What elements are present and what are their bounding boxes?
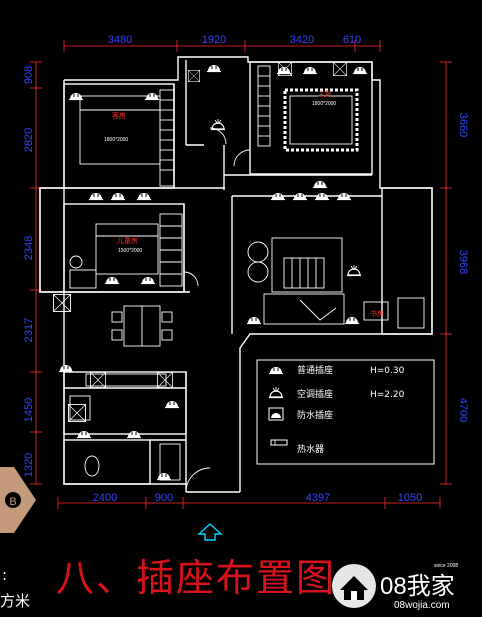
socket-icon xyxy=(144,92,160,101)
furniture xyxy=(69,65,425,493)
dim-bottom-1: 2400 xyxy=(93,492,117,504)
dim-bottom-2: 900 xyxy=(155,492,173,504)
socket-icon xyxy=(270,192,286,201)
dim-top-1: 3480 xyxy=(108,34,132,46)
watermark-small: since 2008 xyxy=(434,563,458,569)
socket-icon xyxy=(68,92,84,101)
room-label-guest: 客房 xyxy=(112,111,126,120)
legend-normal-height: H=0.30 xyxy=(370,366,405,376)
dimensions-top: 3480 1920 3420 610 xyxy=(108,34,361,46)
dimensions-left: 908 2820 2348 2317 1450 1320 xyxy=(23,66,35,477)
unit-colon: : xyxy=(2,566,7,584)
socket-icon xyxy=(140,276,156,285)
socket-icon xyxy=(312,180,328,189)
house-logo-icon xyxy=(332,564,376,608)
corner-marker: B xyxy=(0,467,36,533)
dim-top-2: 1920 xyxy=(202,34,226,46)
corner-marker-label: B xyxy=(9,496,16,508)
dim-left-4: 2317 xyxy=(23,318,35,342)
legend-water-heater: 热水器 xyxy=(297,443,324,455)
legend-ac-height: H=2.20 xyxy=(370,390,405,400)
socket-icon xyxy=(110,192,126,201)
socket-icon xyxy=(246,316,262,325)
dimension-lines xyxy=(30,40,452,509)
dim-top-3: 3420 xyxy=(290,34,314,46)
dim-left-2: 2820 xyxy=(23,128,35,152)
socket-icon xyxy=(164,400,180,409)
bed-size-kids: 1500*2000 xyxy=(118,248,142,254)
dimensions-bottom: 2400 900 4397 1050 xyxy=(93,492,422,504)
socket-icon xyxy=(352,66,368,75)
dim-right-3: 4700 xyxy=(457,398,469,422)
socket-icon xyxy=(156,472,172,481)
dim-right-1: 3660 xyxy=(457,113,469,137)
dim-left-1: 908 xyxy=(23,66,35,84)
dim-left-3: 2348 xyxy=(23,236,35,260)
water-heater-icon xyxy=(270,439,288,446)
page-title: 八、插座布置图 xyxy=(56,556,336,600)
dim-left-5: 1450 xyxy=(23,398,35,422)
dim-bottom-4: 1050 xyxy=(398,492,422,504)
watermark-url: 08wojia.com xyxy=(394,600,450,611)
socket-icon xyxy=(292,192,308,201)
socket-icon xyxy=(302,66,318,75)
socket-icon xyxy=(76,430,92,439)
room-label-master: 主卧 xyxy=(318,89,332,98)
ac-socket-icon xyxy=(346,264,362,277)
dim-bottom-3: 4397 xyxy=(306,492,330,504)
socket-icon xyxy=(336,192,352,201)
room-label-kids: 儿童房 xyxy=(117,236,138,245)
room-label-study: 书房 xyxy=(370,309,384,318)
legend-ac-socket: 空调插座 xyxy=(297,388,333,400)
socket-icon xyxy=(314,192,330,201)
walls xyxy=(39,56,433,493)
socket-icon xyxy=(276,66,292,75)
dim-right-2: 3968 xyxy=(457,250,469,274)
socket-icon xyxy=(126,430,142,439)
legend: 普通插座 H=0.30 空调插座 H=2.20 防水插座 热水器 xyxy=(256,359,435,465)
entry-arrow-icon xyxy=(197,523,223,541)
bed-size-master: 1800*2000 xyxy=(312,101,336,107)
socket-icon xyxy=(344,316,360,325)
socket-icon xyxy=(88,192,104,201)
legend-waterproof-socket: 防水插座 xyxy=(297,409,333,421)
watermark-brand: 08我家 xyxy=(380,573,455,600)
dimensions-right: 3660 3968 4700 xyxy=(457,113,469,422)
bed-size-guest: 1800*2000 xyxy=(104,137,128,143)
socket-icon xyxy=(58,364,74,373)
dim-left-6: 1320 xyxy=(23,453,35,477)
socket-icon xyxy=(136,192,152,201)
watermark: 08我家 08wojia.com since 2008 xyxy=(332,563,458,611)
socket-icon xyxy=(104,276,120,285)
socket-icon xyxy=(206,64,222,73)
dim-top-4: 610 xyxy=(343,34,361,46)
room-labels: 客房 1800*2000 主卧 1800*2000 儿童房 1500*2000 … xyxy=(104,89,384,318)
legend-normal-socket: 普通插座 xyxy=(297,364,333,376)
unit-fragment: 方米 xyxy=(0,592,30,610)
